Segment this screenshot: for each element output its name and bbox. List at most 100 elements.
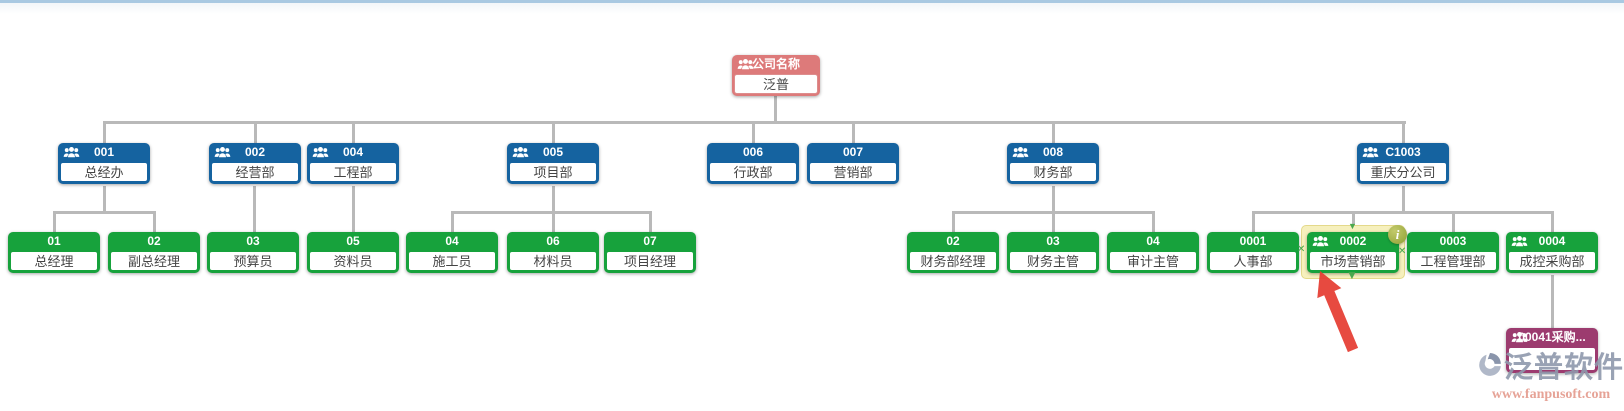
connector: [1152, 211, 1155, 232]
connector: [53, 211, 56, 232]
node-code: 02: [946, 234, 960, 248]
org-node-07[interactable]: 07 项目经理: [604, 232, 696, 273]
pointer-arrow-icon: [1317, 271, 1359, 353]
info-badge-icon[interactable]: i: [1388, 225, 1407, 244]
node-name: 项目部: [509, 162, 597, 182]
drag-handle-left-icon[interactable]: ✕: [1297, 244, 1306, 255]
org-node-03[interactable]: 03 预算员: [207, 232, 299, 273]
connector: [552, 121, 555, 143]
people-icon: [214, 146, 231, 158]
people-icon: [1312, 235, 1329, 247]
connector: [1052, 186, 1055, 211]
connector: [254, 121, 257, 143]
org-node-0001[interactable]: 0001 人事部: [1207, 232, 1299, 273]
node-code: 004: [342, 145, 364, 159]
watermark: 泛普软件 www.fanpusoft.com: [1478, 344, 1624, 403]
node-name: 资料员: [309, 251, 397, 271]
org-node-004[interactable]: 004 工程部: [307, 143, 399, 184]
org-node-c1003[interactable]: C1003 重庆分公司: [1357, 143, 1449, 184]
org-node-0004[interactable]: 0004 成控采购部: [1506, 232, 1598, 273]
org-node-008[interactable]: 008 财务部: [1007, 143, 1099, 184]
org-node-007[interactable]: 007 营销部: [807, 143, 899, 184]
org-node-fin-04[interactable]: 04 审计主管: [1107, 232, 1199, 273]
node-name: 行政部: [709, 162, 797, 182]
connector: [552, 186, 555, 211]
people-icon: [1511, 235, 1528, 247]
node-name: 材料员: [509, 251, 597, 271]
connector: [104, 121, 1406, 124]
node-name: 人事部: [1209, 251, 1297, 271]
node-code: 007: [842, 145, 864, 159]
org-node-company[interactable]: 公司名称 泛普: [732, 55, 820, 96]
org-node-002[interactable]: 002 经营部: [209, 143, 301, 184]
connector: [1402, 121, 1405, 143]
org-node-04[interactable]: 04 施工员: [406, 232, 498, 273]
node-name: 预算员: [209, 251, 297, 271]
people-icon: [1511, 331, 1528, 343]
node-code: 00041采购...: [1518, 330, 1586, 344]
connector: [352, 121, 355, 143]
node-name: 经营部: [211, 162, 299, 182]
node-name: 施工员: [408, 251, 496, 271]
org-node-06[interactable]: 06 材料员: [507, 232, 599, 273]
node-name: 财务部: [1009, 162, 1097, 182]
connector: [352, 186, 355, 232]
people-icon: [1012, 146, 1029, 158]
node-name: 总经办: [60, 162, 148, 182]
people-icon: [737, 58, 754, 70]
connector: [1252, 211, 1554, 214]
node-code: C1003: [1385, 145, 1421, 159]
node-name: 工程管理部: [1409, 251, 1497, 271]
node-name: 重庆分公司: [1359, 162, 1447, 182]
node-code: 04: [445, 234, 459, 248]
drag-handle-right-icon[interactable]: ✕: [1398, 246, 1407, 257]
node-code: 0002: [1339, 234, 1367, 248]
node-name: [1508, 347, 1596, 371]
people-icon: [312, 146, 329, 158]
node-name: 财务主管: [1009, 251, 1097, 271]
connector: [752, 121, 755, 143]
connector: [774, 96, 777, 121]
org-node-001[interactable]: 001 总经办: [58, 143, 150, 184]
org-node-02[interactable]: 02 副总经理: [108, 232, 200, 273]
connector: [1052, 121, 1055, 143]
connector: [1551, 275, 1554, 328]
people-icon: [512, 146, 529, 158]
node-name: 成控采购部: [1508, 251, 1596, 271]
node-code: 008: [1042, 145, 1064, 159]
node-code: 06: [546, 234, 560, 248]
fanpu-logo-icon: [1479, 353, 1501, 376]
connector: [852, 121, 855, 143]
node-name: 工程部: [309, 162, 397, 182]
org-node-fin-03[interactable]: 03 财务主管: [1007, 232, 1099, 273]
node-code: 0003: [1439, 234, 1467, 248]
node-code: 005: [542, 145, 564, 159]
org-node-fin-02[interactable]: 02 财务部经理: [907, 232, 999, 273]
connector: [53, 211, 156, 214]
connector: [1052, 211, 1055, 232]
org-node-0003[interactable]: 0003 工程管理部: [1407, 232, 1499, 273]
connector: [1352, 211, 1355, 232]
org-node-00041[interactable]: 00041采购...: [1506, 328, 1598, 373]
org-node-006[interactable]: 006 行政部: [707, 143, 799, 184]
org-node-01[interactable]: 01 总经理: [8, 232, 100, 273]
drag-handle-top-icon[interactable]: ▼: [1348, 221, 1357, 231]
node-code: 01: [47, 234, 61, 248]
watermark-url: www.fanpusoft.com: [1491, 387, 1611, 402]
node-code: 04: [1146, 234, 1160, 248]
org-node-05[interactable]: 05 资料员: [307, 232, 399, 273]
connector: [103, 186, 106, 211]
connector: [451, 211, 454, 232]
node-name: 泛普: [734, 74, 818, 94]
drag-handle-bottom-icon[interactable]: ▼: [1346, 268, 1358, 282]
watermark-brand: 泛普软件: [1503, 352, 1624, 384]
node-name: 审计主管: [1109, 251, 1197, 271]
node-name: 营销部: [809, 162, 897, 182]
org-node-0002-selected[interactable]: 0002 市场营销部: [1307, 232, 1399, 273]
org-node-005[interactable]: 005 项目部: [507, 143, 599, 184]
top-accent-bar: [0, 0, 1624, 3]
node-code: 公司名称: [751, 57, 800, 71]
connector: [103, 121, 106, 143]
node-code: 0004: [1538, 234, 1566, 248]
people-icon: [1362, 146, 1379, 158]
